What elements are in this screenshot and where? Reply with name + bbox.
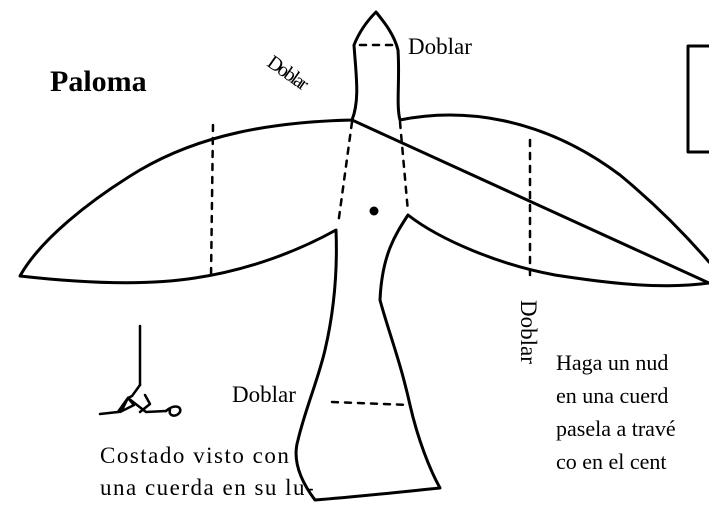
- instructions-line: co en el cent: [556, 449, 667, 474]
- fold-line-tail: [330, 400, 412, 407]
- fold-line-body-right: [398, 120, 410, 214]
- fold-line-left-wing: [209, 123, 215, 279]
- diagram-title: Paloma: [50, 65, 147, 98]
- instructions-line: en una cuerd: [556, 383, 669, 408]
- side-view-caption: Costado visto con una cuerda en su lu-: [100, 440, 315, 504]
- instructions-line: pasela a travé: [556, 416, 676, 441]
- instructions-text: Haga un nud en una cuerd pasela a travé …: [556, 346, 676, 478]
- instructions-line: Haga un nud: [556, 350, 669, 375]
- fold-label-head: Doblar: [408, 34, 472, 59]
- partial-frame-box: [686, 44, 709, 154]
- fold-label-tail: Doblar: [232, 382, 296, 407]
- side-view-sketch: [98, 324, 182, 417]
- dove-body-outline: [18, 10, 709, 502]
- fold-label-wing: Doblar: [516, 300, 541, 364]
- fold-line-body-left: [336, 120, 354, 227]
- side-view-caption-line: Costado visto con: [100, 443, 291, 468]
- center-hole-dot: [369, 206, 379, 216]
- side-view-caption-line: una cuerda en su lu-: [100, 475, 316, 500]
